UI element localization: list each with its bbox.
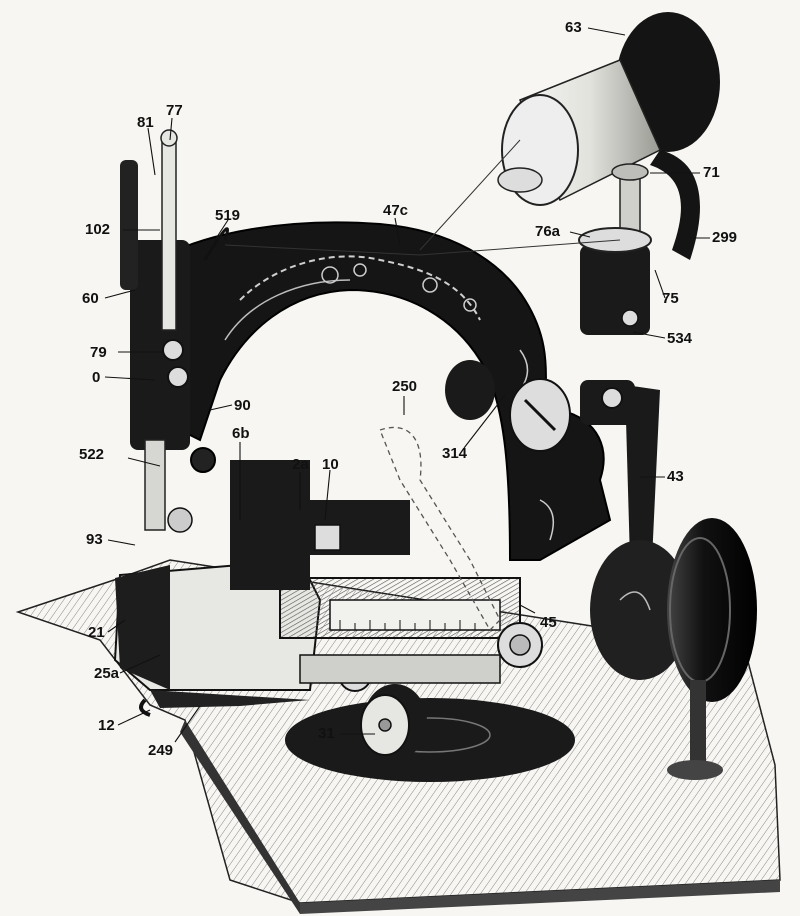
label-6b: 6b: [232, 425, 250, 442]
label-299: 299: [712, 229, 738, 246]
machine-arm: [138, 221, 612, 561]
label-534: 534: [667, 330, 693, 347]
label-76a: 76a: [535, 223, 561, 240]
label-45: 45: [540, 614, 557, 631]
label-2a: 2a: [292, 456, 309, 473]
label-21: 21: [88, 624, 105, 641]
label-25a: 25a: [94, 665, 120, 682]
feed-mechanism: [113, 460, 543, 717]
label-31: 31: [318, 725, 335, 742]
label-249: 249: [148, 742, 174, 759]
label-79: 79: [90, 344, 107, 361]
needle-head: [120, 129, 229, 531]
label-81: 81: [137, 114, 154, 131]
spool-stand: [497, 12, 720, 335]
label-63: 63: [565, 19, 582, 36]
threads: [224, 139, 621, 256]
label-71: 71: [703, 164, 720, 181]
label-10: 10: [322, 456, 339, 473]
label-93: 93: [86, 531, 103, 548]
label-0: 0: [92, 369, 101, 386]
label-12: 12: [98, 717, 115, 734]
label-522: 522: [79, 446, 105, 463]
label-519: 519: [215, 207, 241, 224]
shaft-hub: [445, 360, 660, 560]
label-314: 314: [442, 445, 468, 462]
label-60: 60: [82, 290, 99, 307]
label-75: 75: [662, 290, 679, 307]
label-77: 77: [166, 102, 183, 119]
hand-wheel: [590, 518, 757, 780]
phantom-presser-arm: [379, 426, 501, 632]
adjusting-knob: [360, 684, 427, 760]
leader-lines: [104, 27, 710, 743]
label-102: 102: [85, 221, 111, 238]
label-47c: 47c: [383, 202, 409, 219]
label-43: 43: [667, 468, 684, 485]
label-90: 90: [234, 397, 251, 414]
label-250: 250: [392, 378, 418, 395]
